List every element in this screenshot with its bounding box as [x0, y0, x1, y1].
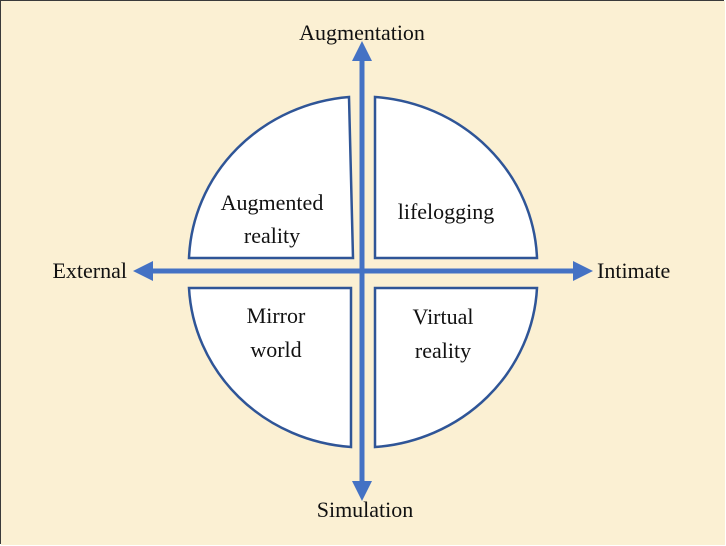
quadrant-label-top-right: lifelogging	[398, 199, 495, 224]
quadrant-top-left	[187, 95, 355, 260]
axis-label-left: External	[52, 258, 127, 283]
axis-label-right: Intimate	[597, 258, 670, 283]
quadrant-bottom-left	[187, 286, 353, 449]
quadrant-label-bottom-left-line2: world	[250, 337, 301, 362]
axis-label-top: Augmentation	[299, 20, 425, 45]
quadrant-label-top-left-line2: reality	[244, 223, 300, 248]
quadrant-top-right	[373, 95, 539, 260]
axis-label-bottom: Simulation	[317, 497, 414, 522]
quadrant-bottom-right	[373, 286, 539, 449]
quadrant-label-bottom-right-line1: Virtual	[413, 304, 474, 329]
quadrant-label-bottom-left-line1: Mirror	[247, 303, 306, 328]
quadrant-label-bottom-right-line2: reality	[415, 338, 471, 363]
quadrant-label-top-left-line1: Augmented	[221, 190, 324, 215]
